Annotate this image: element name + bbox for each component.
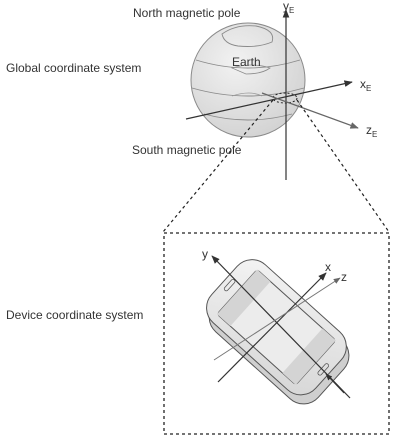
- device-system-label: Device coordinate system: [6, 308, 143, 322]
- global-z-label: zE: [366, 123, 377, 139]
- device-z-label: z: [341, 270, 347, 284]
- zoom-connector-right: [296, 99, 390, 233]
- south-pole-label: South magnetic pole: [132, 143, 242, 157]
- global-system-label: Global coordinate system: [6, 61, 141, 75]
- earth-globe: [190, 22, 306, 138]
- device-pointer-arrow: [325, 373, 345, 394]
- global-axes: [185, 9, 359, 180]
- device-x-label: x: [325, 260, 331, 274]
- global-x-axis: [185, 80, 353, 120]
- device-x-axis: [217, 272, 327, 383]
- device-z-axis: [213, 277, 341, 361]
- north-pole-label: North magnetic pole: [133, 6, 241, 20]
- device-location-marker: [272, 92, 298, 104]
- global-y-label: yE: [283, 0, 294, 15]
- device-axes: [211, 255, 351, 399]
- global-z-axis: [261, 92, 359, 129]
- zoom-connector-left: [162, 99, 274, 233]
- earth-label: Earth: [232, 55, 261, 69]
- smartphone: [206, 259, 350, 405]
- device-y-label: y: [202, 247, 208, 261]
- global-x-label: xE: [360, 77, 371, 93]
